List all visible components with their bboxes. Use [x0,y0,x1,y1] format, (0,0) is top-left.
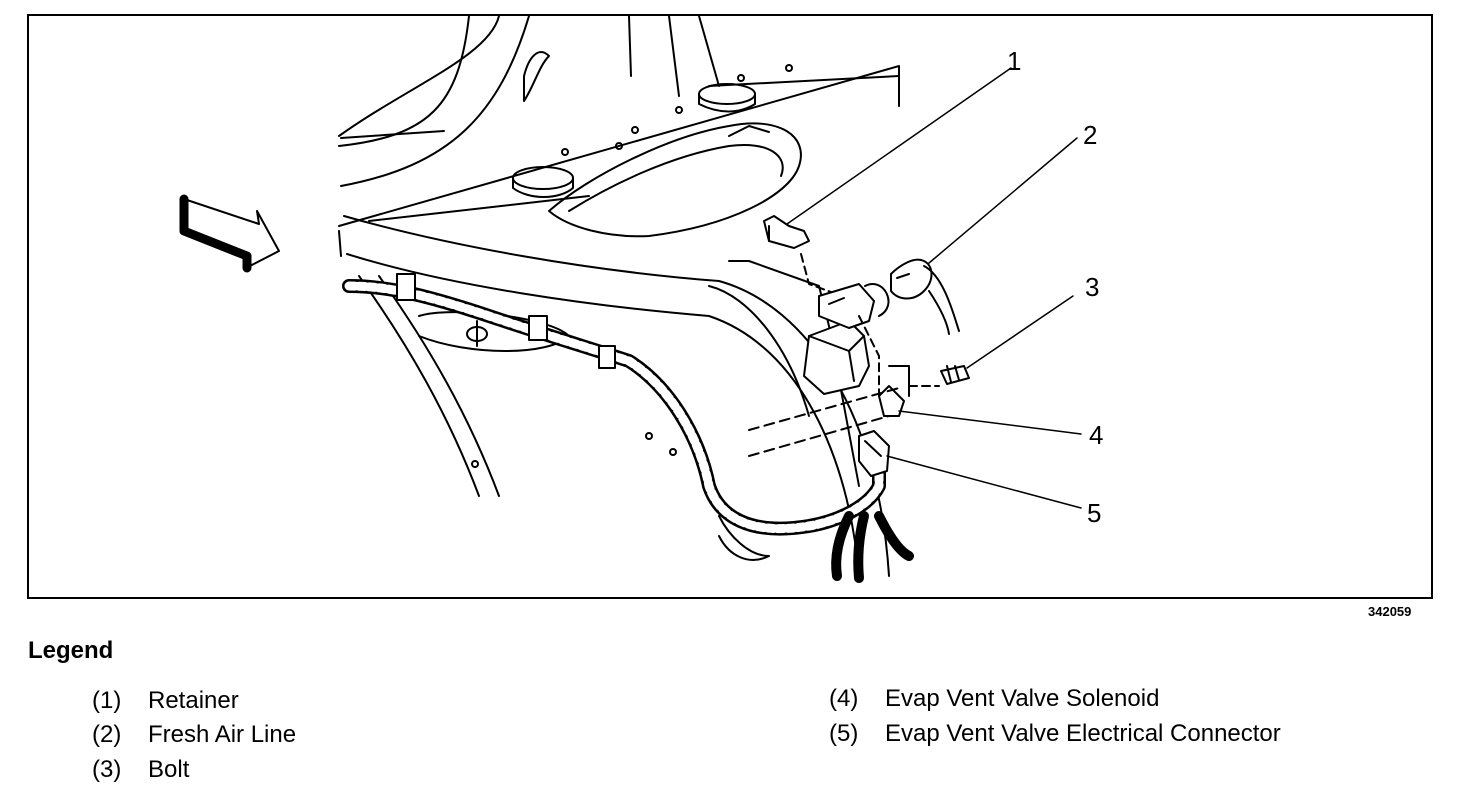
legend-item-number: (3) [92,756,122,783]
vehicle-underbody-illustration [179,16,1082,583]
legend-item-label: Retainer [148,687,239,714]
legend-title: Legend [28,637,114,664]
legend-item-label: Evap Vent Valve Electrical Connector [885,720,1281,747]
callout-2: 2 [1083,120,1098,150]
legend-item-evap-vent-valve-solenoid: (4) Evap Vent Valve Solenoid [829,685,1159,713]
legend-item-evap-vent-valve-electrical-connector: (5) Evap Vent Valve Electrical Connector [829,720,1281,748]
callout-4: 4 [1089,420,1104,450]
diagram-frame: 1 2 3 4 5 [27,14,1433,599]
callout-1: 1 [1007,46,1022,76]
callout-5: 5 [1087,498,1102,528]
figure-number: 342059 [1368,604,1412,619]
legend-item-number: (4) [829,685,859,712]
legend-item-label: Fresh Air Line [148,721,297,748]
legend-item-number: (5) [829,720,859,747]
legend-item-label: Bolt [148,756,190,783]
legend-item-bolt: (3) Bolt [92,756,189,784]
legend-item-number: (2) [92,721,122,748]
legend-item-fresh-air-line: (2) Fresh Air Line [92,721,296,749]
legend-item-label: Evap Vent Valve Solenoid [885,685,1160,712]
callout-3: 3 [1085,272,1100,302]
legend-item-number: (1) [92,687,122,714]
legend-item-retainer: (1) Retainer [92,687,239,715]
